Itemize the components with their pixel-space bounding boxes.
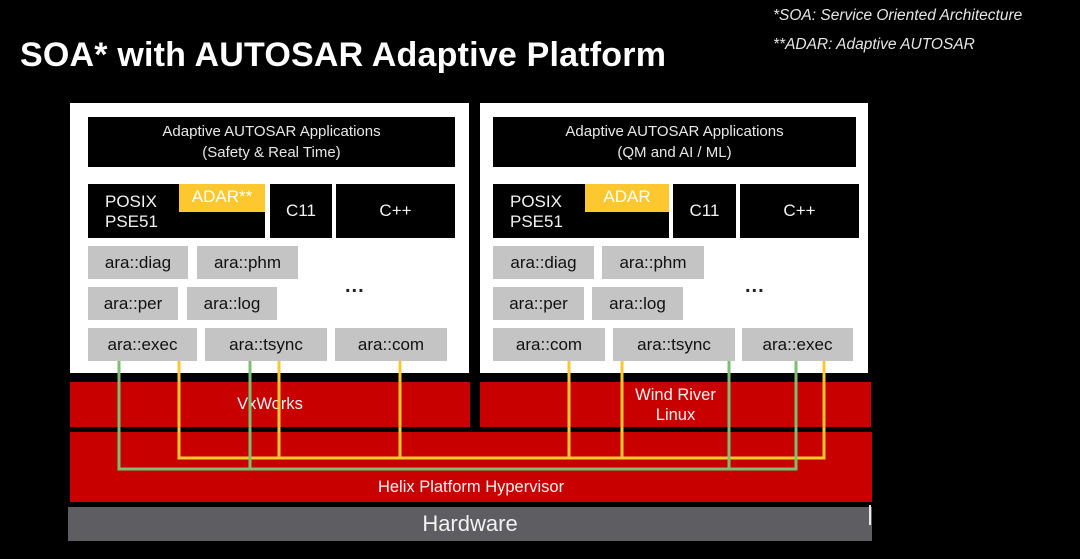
right-adar-block: ADAR	[585, 184, 669, 212]
left-applications-title: Adaptive AUTOSAR Applications	[162, 123, 381, 140]
linux-label: Linux	[655, 406, 696, 424]
footnote-soa: *SOA: Service Oriented Architecture	[773, 7, 1023, 24]
vxworks-os-block: VxWorks	[70, 382, 470, 427]
left-applications-subtitle: (Safety & Real Time)	[202, 144, 341, 161]
left-adar-block: ADAR**	[179, 184, 265, 212]
right-applications-block: Adaptive AUTOSAR Applications (QM and AI…	[493, 117, 856, 167]
left-c11-block: C11	[270, 184, 332, 238]
right-pse51-label: PSE51	[510, 212, 563, 231]
right-adar-base	[585, 212, 669, 238]
left-applications-block: Adaptive AUTOSAR Applications (Safety & …	[88, 117, 455, 167]
left-posix-block: POSIX PSE51	[88, 184, 179, 238]
right-posix-block: POSIX PSE51	[493, 184, 585, 238]
left-ara-tsync: ara::tsync	[205, 328, 327, 361]
hypervisor-label: Helix Platform Hypervisor	[377, 478, 565, 496]
hardware-edge-marker	[869, 505, 871, 525]
right-ara-tsync: ara::tsync	[613, 328, 735, 361]
right-ara-com: ara::com	[493, 328, 605, 361]
left-posix-label: POSIX	[105, 192, 157, 211]
left-ara-log: ara::log	[187, 287, 277, 320]
left-ara-phm: ara::phm	[197, 246, 298, 279]
footnote-adar: **ADAR: Adaptive AUTOSAR	[773, 36, 975, 53]
left-adar-base	[179, 212, 265, 238]
green-bus-line	[117, 361, 798, 471]
right-cpp-block: C++	[740, 184, 859, 238]
right-ara-exec: ara::exec	[742, 328, 853, 361]
vxworks-label: VxWorks	[237, 395, 303, 413]
wind-river-linux-block: Wind River Linux	[480, 382, 871, 427]
left-ara-per: ara::per	[88, 287, 178, 320]
right-more-ellipsis: ...	[745, 275, 765, 297]
left-more-ellipsis: ...	[345, 275, 365, 297]
left-pse51-label: PSE51	[105, 212, 158, 231]
right-applications-title: Adaptive AUTOSAR Applications	[565, 123, 784, 140]
left-cpp-block: C++	[336, 184, 455, 238]
right-ara-per: ara::per	[493, 287, 584, 320]
right-ara-diag: ara::diag	[493, 246, 594, 279]
hardware-block: Hardware	[68, 507, 872, 541]
left-ara-exec: ara::exec	[88, 328, 197, 361]
right-c11-block: C11	[673, 184, 736, 238]
left-ara-diag: ara::diag	[88, 246, 188, 279]
right-ara-log: ara::log	[592, 287, 683, 320]
left-ara-com: ara::com	[335, 328, 447, 361]
slide-title: SOA* with AUTOSAR Adaptive Platform	[20, 36, 667, 74]
hypervisor-block: Helix Platform Hypervisor	[70, 432, 872, 502]
right-applications-subtitle: (QM and AI / ML)	[617, 144, 732, 161]
wind-river-label: Wind River	[635, 386, 716, 404]
yellow-bus-line	[177, 361, 826, 460]
right-posix-label: POSIX	[510, 192, 562, 211]
right-ara-phm: ara::phm	[602, 246, 704, 279]
